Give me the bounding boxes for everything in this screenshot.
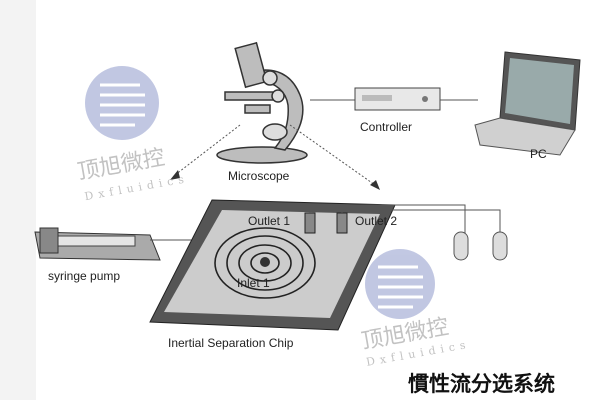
microscope-icon <box>216 41 308 164</box>
left-margin <box>0 0 36 400</box>
laptop-pc-icon <box>474 51 581 156</box>
collection-tubes <box>453 231 508 261</box>
controller-label: Controller <box>360 120 412 134</box>
inlet1-label: Inlet 1 <box>237 276 270 290</box>
controller-icon <box>354 87 441 111</box>
pc-label: PC <box>530 147 547 161</box>
outlet-tubing <box>309 204 501 235</box>
chip-label: Inertial Separation Chip <box>168 336 294 350</box>
syringe-pump-label: syringe pump <box>48 269 120 283</box>
outlet2-label: Outlet 2 <box>355 214 397 228</box>
microscope-label: Microscope <box>228 169 290 183</box>
separation-chip-icon <box>149 199 396 331</box>
outlet1-label: Outlet 1 <box>248 214 290 228</box>
caption-title: 慣性流分选系统 <box>407 372 555 396</box>
optical-path-arrows <box>174 124 376 186</box>
syringe-pump-icon <box>34 227 161 261</box>
